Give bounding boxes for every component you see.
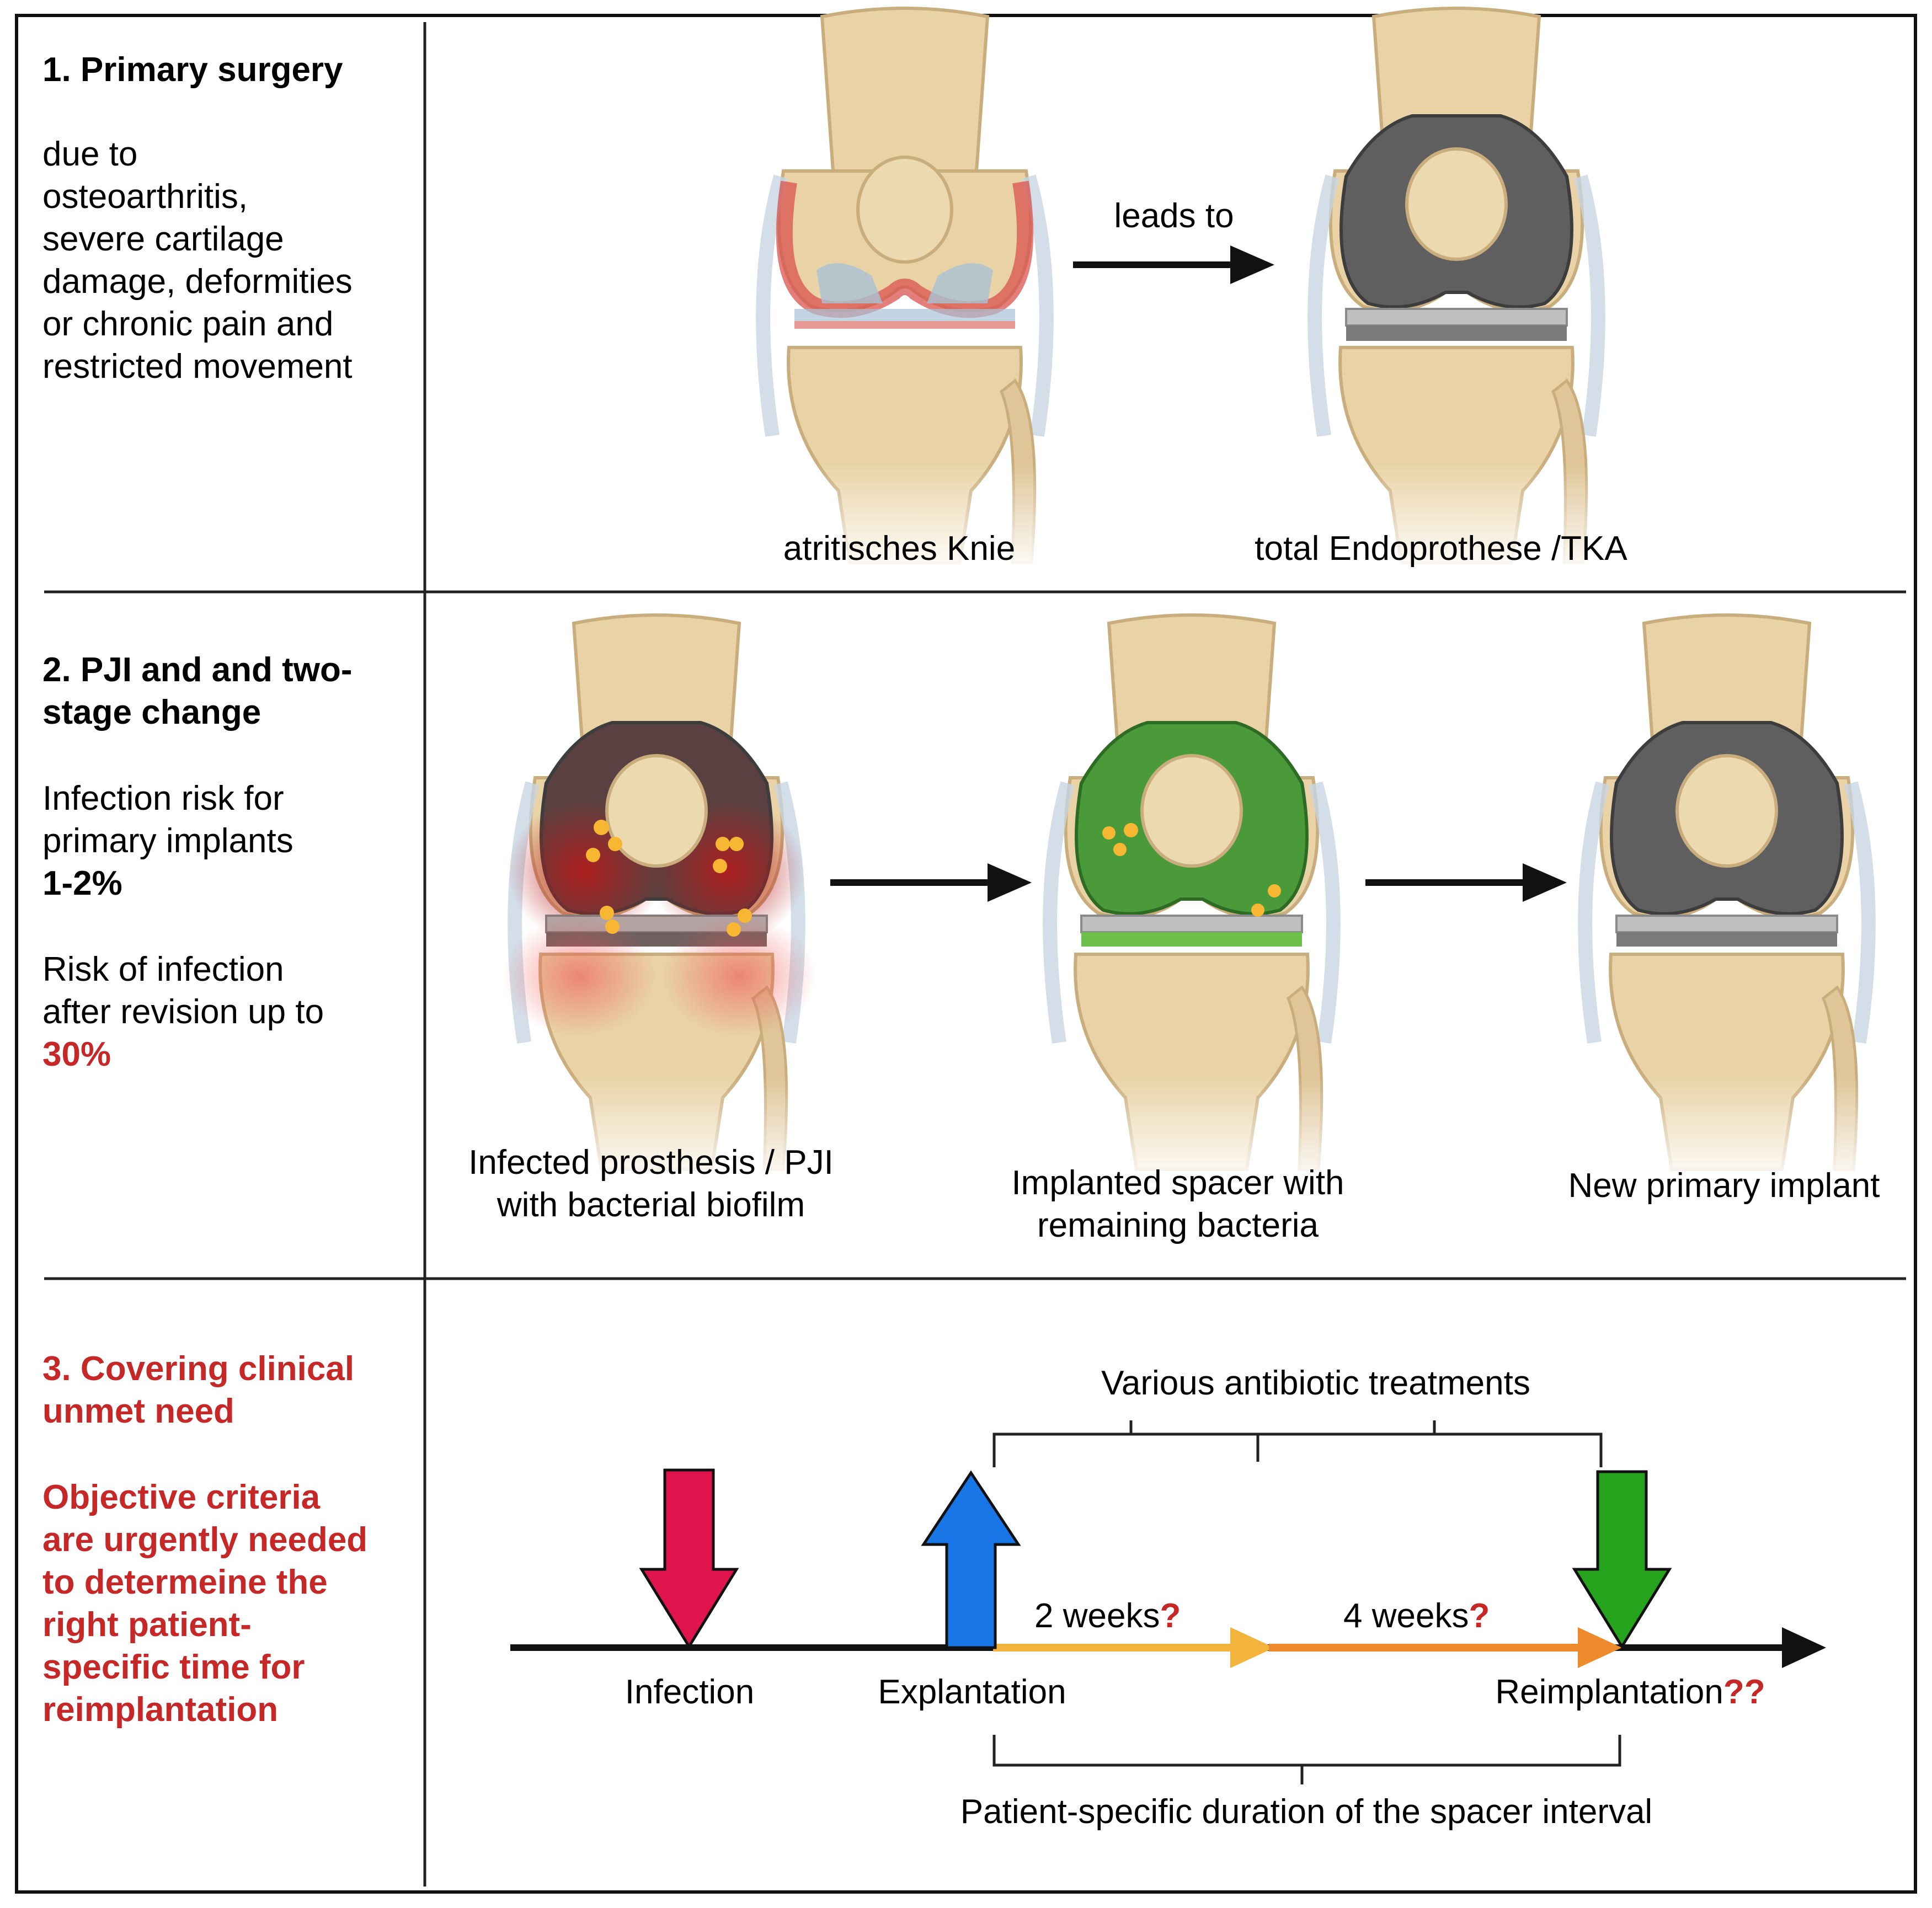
event-explantation-label: Explantation — [878, 1673, 1066, 1711]
caption-spacer-line: remaining bacteria — [1037, 1206, 1319, 1244]
event-reimplantation-label: Reimplantation?? — [1495, 1673, 1765, 1711]
row3-heading-line: 3. Covering clinical — [42, 1350, 354, 1388]
bottom-bracket-label: Patient-specific duration of the spacer … — [960, 1793, 1652, 1831]
row2-risk1-line: primary implants — [42, 822, 293, 860]
row3-desc-line: Objective criteria — [42, 1478, 321, 1516]
row3-desc-line: reimplantation — [42, 1691, 278, 1729]
stage-arrow-1 — [830, 863, 1032, 902]
row1-desc-line: restricted movement — [42, 348, 353, 386]
row1-desc-line: severe cartilage — [42, 220, 284, 258]
interval-label-2-weeks: 2 weeks? — [1034, 1597, 1181, 1635]
caption-new-implant: New primary implant — [1568, 1167, 1880, 1205]
event-infection-label: Infection — [625, 1673, 754, 1711]
row3-desc-line: specific time for — [42, 1648, 305, 1686]
caption-tka: total Endoprothese /TKA — [1255, 530, 1627, 568]
stage-arrow-2 — [1365, 863, 1567, 902]
leads-to-arrow — [1073, 245, 1274, 284]
row1-desc-line: due to — [42, 135, 137, 173]
row3-desc-line: are urgently needed — [42, 1521, 367, 1559]
interval-4-weeks-mark: ? — [1469, 1597, 1490, 1635]
row2-risk2-line: after revision up to — [42, 993, 324, 1031]
interval-2-weeks-text: 2 weeks — [1034, 1597, 1160, 1635]
interval-bar-2-weeks — [993, 1627, 1274, 1668]
row3-desc-line: right patient- — [42, 1606, 252, 1644]
top-bracket-label: Various antibiotic treatments — [1101, 1364, 1530, 1402]
leads-to-label: leads to — [1114, 197, 1234, 235]
explantation-up-arrow-icon — [921, 1470, 1021, 1649]
arthritic-knee-illustration — [761, 8, 1048, 574]
tka-knee-illustration — [1313, 8, 1600, 574]
interval-4-weeks-text: 4 weeks — [1343, 1597, 1469, 1635]
event-reimplantation-text: Reimplantation — [1495, 1673, 1723, 1711]
bottom-bracket — [992, 1735, 1621, 1784]
row2-heading-line: 2. PJI and and two- — [42, 651, 353, 689]
infected-prosthesis-illustration — [502, 615, 816, 1186]
interval-label-4-weeks: 4 weeks? — [1343, 1597, 1490, 1635]
caption-infected-line: Infected prosthesis / PJI — [468, 1143, 834, 1182]
row2-risk2-value: 30% — [42, 1035, 111, 1073]
row2-risk1-line: Infection risk for — [42, 779, 284, 817]
caption-infected-line: with bacterial biofilm — [497, 1186, 805, 1224]
new-implant-illustration — [1583, 615, 1870, 1186]
row2-risk2-line: Risk of infection — [42, 950, 284, 988]
row1-heading: 1. Primary surgery — [42, 51, 343, 89]
caption-spacer-line: Implanted spacer with — [1011, 1164, 1344, 1202]
row2-risk1-value: 1-2% — [42, 864, 122, 902]
infection-down-arrow-icon — [639, 1468, 739, 1649]
row1-desc-line: osteoarthritis, — [42, 178, 248, 216]
row3-desc-line: to determeine the — [42, 1563, 328, 1601]
row3-heading-line: unmet need — [42, 1392, 234, 1430]
interval-bar-4-weeks — [1269, 1627, 1622, 1668]
spacer-knee-illustration — [1048, 615, 1335, 1186]
row1-desc-line: damage, deformities — [42, 263, 353, 301]
event-reimplantation-mark: ?? — [1723, 1673, 1765, 1711]
caption-arthritic-knee: atritisches Knie — [783, 530, 1015, 568]
reimplantation-down-arrow-icon — [1572, 1470, 1672, 1649]
row2-heading-line: stage change — [42, 693, 261, 731]
row1-desc-line: or chronic pain and — [42, 305, 333, 343]
top-bracket — [992, 1420, 1603, 1467]
interval-2-weeks-mark: ? — [1160, 1597, 1181, 1635]
